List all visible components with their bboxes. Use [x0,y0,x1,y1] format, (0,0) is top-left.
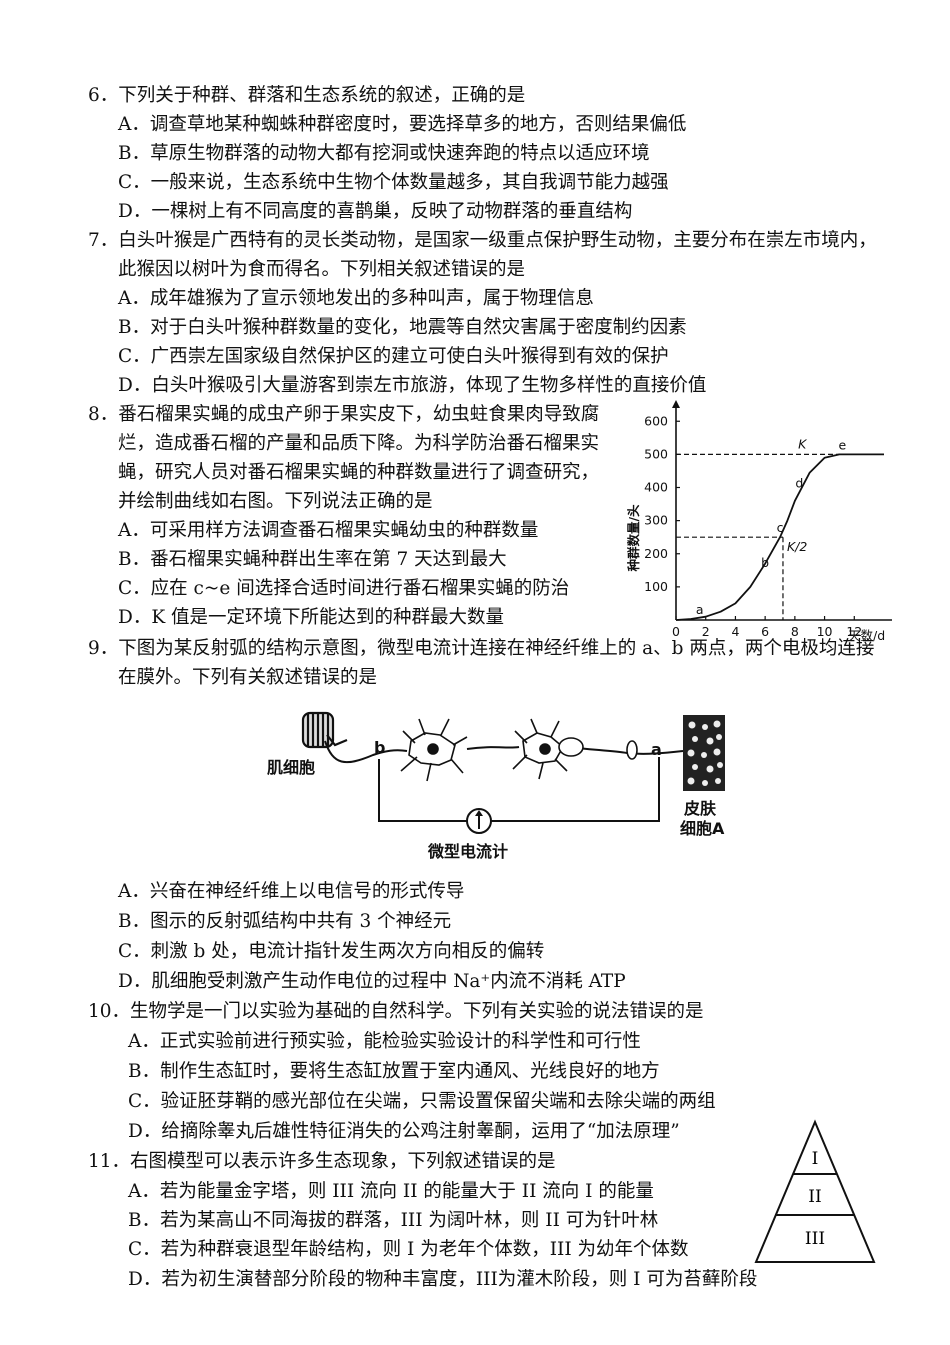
skin-label: 皮肤 [684,799,717,818]
chart-x-axis-label: 天数/d [848,628,885,643]
chart-k-half-label: K/2 [787,539,807,554]
q7-stem-line1: 7．白头叶猴是广西特有的灵长类动物，是国家一级重点保护野生动物，主要分布在崇左市… [88,230,877,251]
q7-stem-line2: 此猴因以树叶为食而得名。下列相关叙述错误的是 [118,259,526,280]
q9-option-b: B．图示的反射弧结构中共有 3 个神经元 [118,911,452,932]
q8-option-a: A．可采用样方法调查番石榴果实蝇幼虫的种群数量 [118,520,539,541]
q10-option-a: A．正式实验前进行预实验，能检验实验设计的科学性和可行性 [128,1031,641,1052]
q10-stem: 10．生物学是一门以实验为基础的自然科学。下列有关实验的说法错误的是 [88,1001,704,1022]
chart-y-arrow [672,400,680,408]
q6-option-a: A．调查草地某种蜘蛛种群密度时，要选择草多的地方，否则结果偏低 [118,114,687,135]
chart-y-tick-label: 400 [644,480,668,495]
q7-option-b: B．对于白头叶猴种群数量的变化，地震等自然灾害属于密度制约因素 [118,317,687,338]
pyramid-level-3: III [805,1229,825,1249]
q11-stem: 11．右图模型可以表示许多生态现象，下列叙述错误的是 [88,1151,556,1172]
chart-x-tick-label: 8 [791,624,799,639]
chart-y-tick-label: 100 [644,579,668,594]
chart-y-tick-label: 600 [644,413,668,428]
chart-x-tick-label: 0 [672,624,680,639]
q7-option-d: D．白头叶猴吸引大量游客到崇左市旅游，体现了生物多样性的直接价值 [118,375,707,396]
chart-x-tick-label: 4 [731,624,739,639]
chart-series-line [675,453,884,621]
q9-stem-line1: 9．下图为某反射弧的结构示意图，微型电流计连接在神经纤维上的 a、b 两点，两个… [88,638,875,659]
q8-stem-line4: 并绘制曲线如右图。下列说法正确的是 [118,491,433,512]
point-a-label: a [651,740,662,759]
muscle-cell-icon [301,711,348,749]
chart-point-label: d [795,476,803,491]
chart-point-label: c [777,520,784,535]
cell-a-label: 细胞A [680,819,725,838]
q10-option-b: B．制作生态缸时，要将生态缸放置于室内通风、光线良好的地方 [128,1061,660,1082]
q8-stem-line2: 烂，造成番石榴的产量和品质下降。为科学防治番石榴果实 [118,433,600,454]
reflex-arc-diagram [301,711,725,834]
chart-y-tick-label: 500 [644,446,668,461]
q8-option-b: B．番石榴果实蝇种群出生率在第 7 天达到最大 [118,549,507,570]
chart-x-tick-label: 6 [761,624,769,639]
q6-stem: 6．下列关于种群、群落和生态系统的叙述，正确的是 [88,85,526,106]
chart-k-label: K [798,436,808,451]
q6-option-d: D．一棵树上有不同高度的喜鹊巢，反映了动物群落的垂直结构 [118,201,633,222]
galvanometer-label: 微型电流计 [428,842,509,861]
q8-stem-line1: 8．番石榴果实蝇的成虫产卵于果实皮下，幼虫蛀食果肉导致腐 [88,404,600,425]
q9-stem-line2: 在膜外。下列有关叙述错误的是 [118,667,378,688]
chart-point-label: e [839,437,847,452]
population-growth-chart: 100 200 300 400 500 600 0 2 4 6 8 10 12 K K/2 a b c d e 种群… [626,400,892,643]
skin-cell-a-icon [683,715,725,791]
pyramid-level-1: I [812,1149,819,1169]
chart-point-label: a [696,602,704,617]
chart-y-axis-label: 种群数量/头 [626,504,641,573]
q11-option-a: A．若为能量金字塔，则 III 流向 II 的能量大于 II 流向 I 的能量 [128,1181,654,1202]
galvanometer-icon [466,808,492,834]
q9-option-c: C．刺激 b 处，电流计指针发生两次方向相反的偏转 [118,941,545,962]
chart-x-tick-label: 10 [817,624,833,639]
q8-option-d: D．K 值是一定环境下所能达到的种群最大数量 [118,607,505,628]
neuron-1 [400,718,468,782]
q9-option-a: A．兴奋在神经纤维上以电信号的形式传导 [118,881,465,902]
q11-option-d: D．若为初生演替部分阶段的物种丰富度，III为灌木阶段，则 I 可为苔藓阶段 [128,1269,758,1290]
q7-option-c: C．广西崇左国家级自然保护区的建立可使白头叶猴得到有效的保护 [118,346,669,367]
q6-option-b: B．草原生物群落的动物大都有挖洞或快速奔跑的特点以适应环境 [118,143,650,164]
neuron-2 [512,718,584,780]
chart-y-tick-label: 200 [644,546,668,561]
q8-stem-line3: 蝇，研究人员对番石榴果实蝇的种群数量进行了调查研究， [118,462,600,483]
q11-option-c: C．若为种群衰退型年龄结构，则 I 为老年个体数，III 为幼年个体数 [128,1239,689,1260]
q8-option-c: C．应在 c~e 间选择合适时间进行番石榴果实蝇的防治 [118,578,570,599]
q9-option-d: D．肌细胞受刺激产生动作电位的过程中 Na⁺内流不消耗 ATP [118,971,626,992]
chart-x-tick-label: 2 [702,624,710,639]
q10-option-d: D．给摘除睾丸后雄性特征消失的公鸡注射睾酮，运用了“加法原理” [128,1121,680,1142]
q10-option-c: C．验证胚芽鞘的感光部位在尖端，只需设置保留尖端和去除尖端的两组 [128,1091,716,1112]
muscle-cell-label: 肌细胞 [267,758,316,777]
q11-option-b: B．若为某高山不同海拔的群落，III 为阔叶林，则 II 可为针叶林 [128,1210,659,1231]
chart-x-tick-label: 12 [846,624,862,639]
pyramid-diagram: I II III [754,1119,876,1263]
pyramid-level-2: II [808,1187,821,1207]
q6-option-c: C．一般来说，生态系统中生物个体数量越多，其自我调节能力越强 [118,172,669,193]
chart-point-label: b [761,555,769,570]
point-b-label: b [374,738,386,757]
q7-option-a: A．成年雄猴为了宣示领地发出的多种叫声，属于物理信息 [118,288,594,309]
chart-y-tick-label: 300 [644,513,668,528]
